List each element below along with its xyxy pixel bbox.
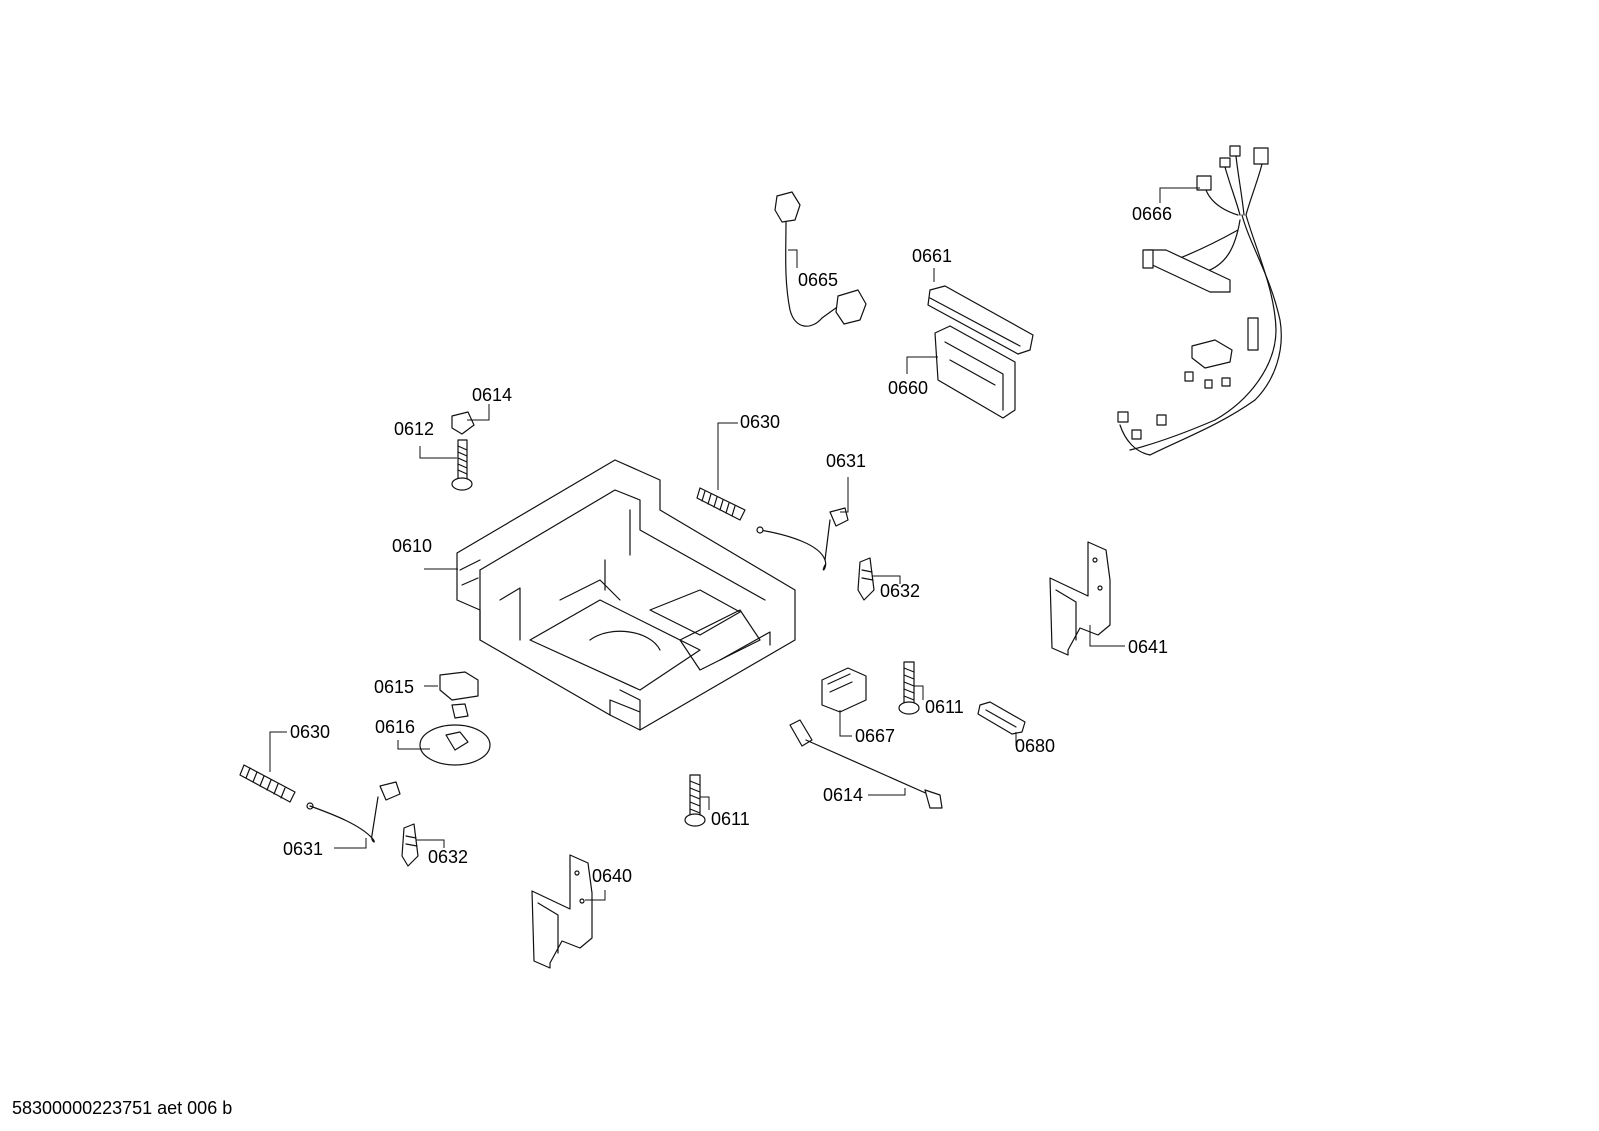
label-0631-upper: 0631 — [826, 451, 866, 471]
base-tub-0610 — [456, 459, 796, 731]
label-0614-top: 0614 — [472, 385, 512, 405]
label-0632-upper: 0632 — [880, 581, 920, 601]
sensor-cable-0631-upper — [756, 507, 849, 571]
screw-foot-0612 — [451, 439, 473, 491]
sensor-0615 — [439, 671, 479, 719]
label-0616: 0616 — [375, 717, 415, 737]
plate-0616 — [419, 724, 491, 766]
leader-0614-lower — [868, 788, 906, 796]
knob-0614-top — [451, 411, 475, 435]
label-0615: 0615 — [374, 677, 414, 697]
housing-0660 — [934, 325, 1016, 419]
power-cord-0665 — [774, 191, 867, 327]
leader-0641 — [1089, 625, 1125, 647]
wiring-harness-0666 — [1117, 145, 1282, 456]
label-0665: 0665 — [798, 270, 838, 290]
label-0640: 0640 — [592, 866, 632, 886]
label-0680: 0680 — [1015, 736, 1055, 756]
label-0667: 0667 — [855, 726, 895, 746]
sensor-cable-0631-lower — [306, 781, 401, 843]
leader-0630-lower — [269, 731, 287, 772]
label-0661: 0661 — [912, 246, 952, 266]
sensor-rod-0614-lower — [789, 719, 943, 809]
drawing-number: 58300000223751 aet 006 b — [12, 1098, 232, 1118]
label-0630-lower: 0630 — [290, 722, 330, 742]
leader-0632-upper — [872, 575, 901, 584]
part-0680 — [977, 701, 1026, 735]
leader-0632-lower — [416, 839, 445, 848]
bracket-0640 — [531, 854, 593, 969]
leader-0666 — [1159, 187, 1200, 203]
label-0610: 0610 — [392, 536, 432, 556]
label-0614-lower: 0614 — [823, 785, 863, 805]
label-0632-lower: 0632 — [428, 847, 468, 867]
bracket-0641 — [1049, 541, 1111, 656]
clip-0632-upper — [857, 557, 875, 601]
label-0660: 0660 — [888, 378, 928, 398]
clip-0632-lower — [401, 823, 419, 867]
screw-foot-0611-lower — [684, 774, 706, 827]
leader-0630-upper — [717, 422, 738, 490]
label-0641: 0641 — [1128, 637, 1168, 657]
label-0666: 0666 — [1132, 204, 1172, 224]
leader-0667 — [839, 710, 852, 737]
leader-0631-lower — [334, 838, 367, 849]
leader-0631-upper — [840, 477, 849, 513]
leader-0616 — [397, 740, 430, 750]
leader-0665 — [788, 249, 798, 268]
leader-0640 — [585, 890, 606, 901]
cover-strip-0661 — [927, 285, 1034, 355]
spring-0630-upper — [696, 487, 746, 521]
leader-0612 — [419, 446, 457, 459]
holder-0667 — [821, 667, 867, 713]
spring-0630-lower — [239, 764, 296, 803]
leader-0611-right — [914, 685, 924, 700]
label-0611-right: 0611 — [925, 697, 964, 717]
leader-0660 — [906, 356, 938, 374]
leader-0614-top — [467, 404, 490, 421]
screw-foot-0611-right — [898, 661, 920, 715]
label-0631-lower: 0631 — [283, 839, 323, 859]
label-0630-upper: 0630 — [740, 412, 780, 432]
leader-0611-lower — [700, 796, 710, 810]
label-0611-lower: 0611 — [711, 809, 750, 829]
label-0612: 0612 — [394, 419, 434, 439]
